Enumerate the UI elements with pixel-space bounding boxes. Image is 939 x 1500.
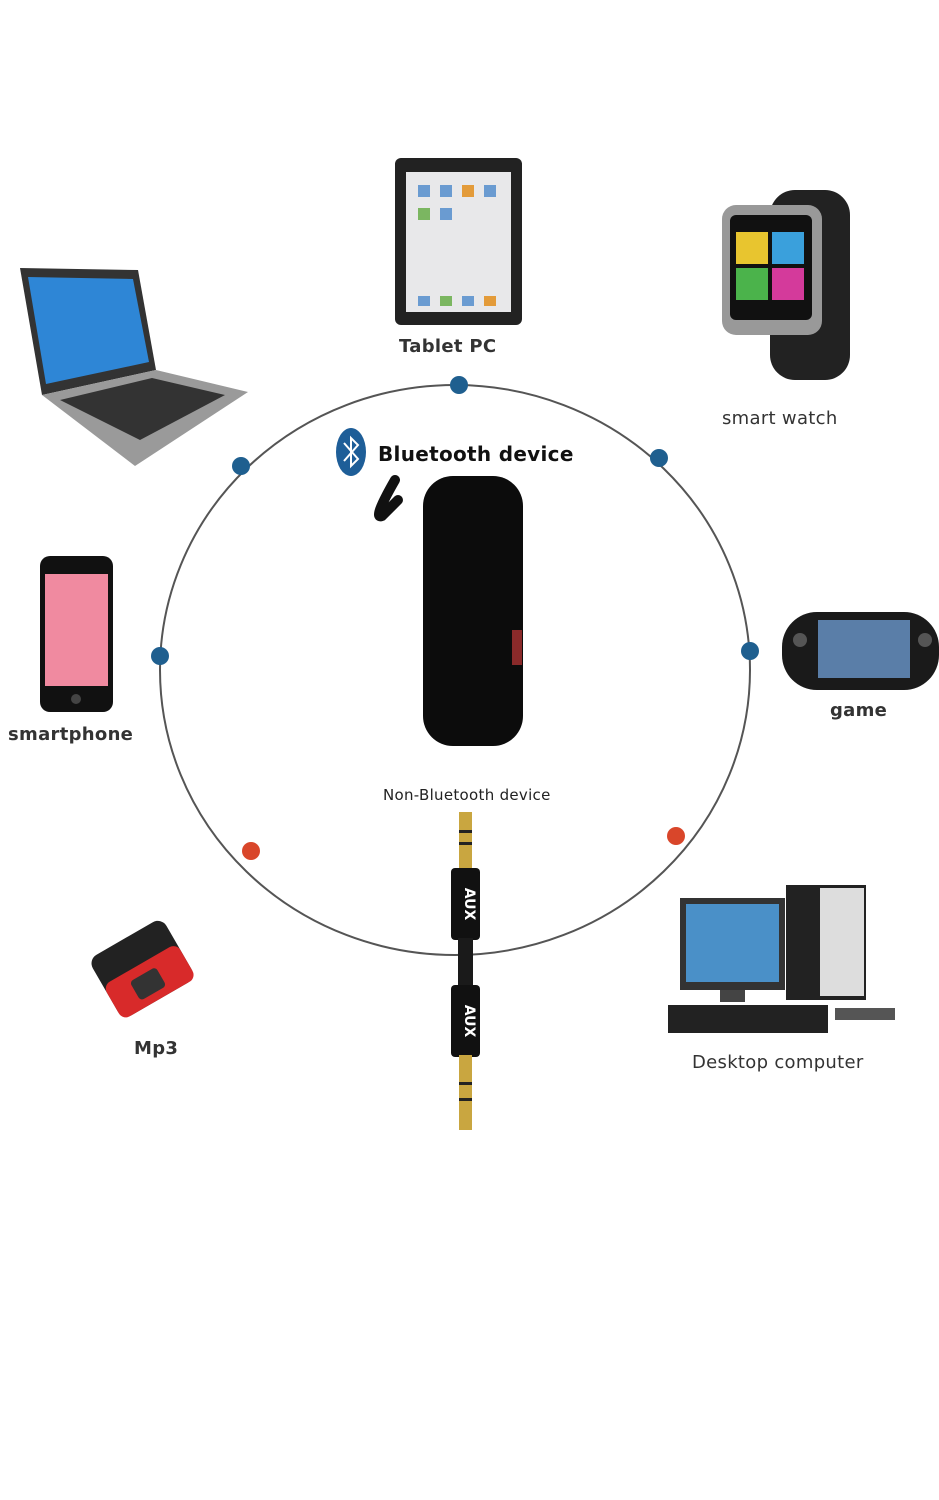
smartphone-icon bbox=[40, 556, 113, 712]
dot-watch bbox=[650, 449, 668, 467]
smartwatch-icon bbox=[722, 190, 850, 380]
label-desktop-computer: Desktop computer bbox=[692, 1052, 864, 1073]
aux-cable-icon: AUX AUX bbox=[451, 812, 480, 1130]
label-game: game bbox=[830, 700, 888, 721]
label-bluetooth-device: Bluetooth device bbox=[378, 442, 574, 466]
game-console-icon bbox=[782, 612, 939, 690]
dot-mp3 bbox=[242, 842, 260, 860]
label-smartphone: smartphone bbox=[8, 724, 134, 745]
tablet-icon bbox=[395, 158, 522, 325]
label-non-bluetooth-device: Non-Bluetooth device bbox=[383, 786, 551, 804]
bluetooth-speaker-icon bbox=[374, 475, 523, 746]
dot-desktop bbox=[667, 827, 685, 845]
aux-label-bottom: AUX bbox=[461, 1005, 477, 1038]
desktop-computer-icon bbox=[668, 885, 895, 1033]
dot-game bbox=[741, 642, 759, 660]
mp3-player-icon bbox=[91, 920, 194, 1018]
dot-tablet bbox=[450, 376, 468, 394]
label-smart-watch: smart watch bbox=[722, 408, 838, 429]
dot-smartphone bbox=[151, 647, 169, 665]
connection-dots bbox=[151, 376, 759, 860]
bluetooth-icon bbox=[336, 428, 366, 476]
laptop-icon bbox=[20, 268, 248, 466]
dot-laptop bbox=[232, 457, 250, 475]
label-mp3: Mp3 bbox=[134, 1038, 179, 1059]
label-tablet: Tablet PC bbox=[399, 336, 497, 357]
aux-label-top: AUX bbox=[461, 888, 477, 921]
